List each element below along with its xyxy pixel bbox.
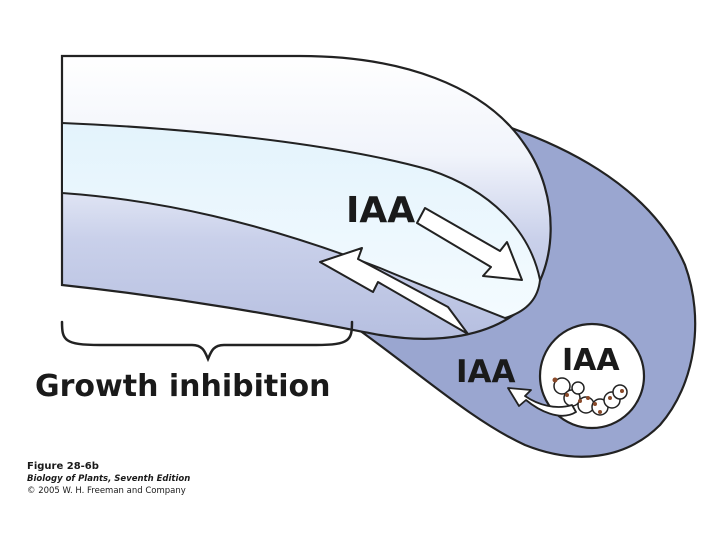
arrow-to-tip-icon [416, 207, 523, 281]
arrow-to-base-icon [319, 247, 469, 335]
label-iaa-statocyte: IAA [562, 343, 620, 378]
growth-bracket [60, 320, 354, 363]
label-iaa-upper: IAA [346, 190, 415, 231]
arrow-from-statocyte-icon [507, 387, 577, 417]
label-iaa-lower: IAA [456, 354, 516, 390]
vascular-cylinder [61, 121, 542, 320]
figure-caption: Figure 28-6b [27, 461, 99, 472]
label-growth-inhibition: Growth inhibition [35, 369, 331, 404]
book-title: Biology of Plants, Seventh Edition [27, 474, 191, 484]
copyright-line: © 2005 W. H. Freeman and Company [27, 486, 186, 496]
amyloplast-dots [552, 377, 624, 414]
